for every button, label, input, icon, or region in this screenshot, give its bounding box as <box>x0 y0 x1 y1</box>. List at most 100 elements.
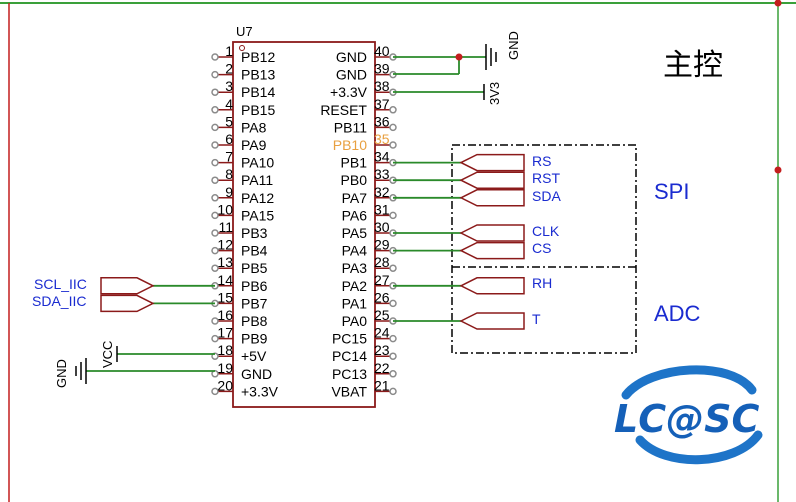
pin-name: +3.3V <box>330 84 368 100</box>
title-text: 主控 <box>663 48 723 83</box>
pin-end[interactable] <box>389 264 397 272</box>
pin-end[interactable] <box>211 246 219 255</box>
pin-end[interactable] <box>211 176 219 184</box>
net-flags <box>100 153 525 330</box>
pin-end[interactable] <box>211 264 219 272</box>
vcc-gnd-left <box>75 346 215 384</box>
net-flag <box>459 224 525 242</box>
pin-number: 34 <box>374 149 390 165</box>
logo-text: LC@SC <box>614 397 759 441</box>
pin-end[interactable] <box>389 106 397 114</box>
pin-end[interactable] <box>211 211 219 220</box>
spi-label: SPI <box>654 179 689 204</box>
pin-name: PC15 <box>332 331 367 347</box>
net-cs: CS <box>532 240 551 256</box>
pin-number: 10 <box>217 201 233 217</box>
pin-name: PB4 <box>241 243 268 259</box>
pin-end[interactable] <box>211 53 219 61</box>
pin-name: PB12 <box>241 49 275 65</box>
pin-end[interactable] <box>211 88 219 96</box>
pin-end[interactable] <box>389 352 397 360</box>
pin-number: 16 <box>217 307 233 323</box>
pin-number: 14 <box>217 272 233 288</box>
pin-end[interactable] <box>211 123 219 132</box>
pin-name: GND <box>241 366 272 382</box>
pin-number: 11 <box>218 219 233 235</box>
pin-end[interactable] <box>211 334 219 343</box>
pin-end[interactable] <box>211 106 219 114</box>
group-boxes <box>451 144 637 354</box>
pin-number: 23 <box>374 342 390 358</box>
pin-number: 3 <box>225 78 233 94</box>
pin-end[interactable] <box>389 370 397 378</box>
pin-end[interactable] <box>211 387 219 396</box>
pin-end[interactable] <box>211 317 219 325</box>
pin-name: GND <box>336 49 367 65</box>
pin1-marker <box>239 45 245 51</box>
net-flag <box>459 171 525 189</box>
net-scl-iic: SCL_IIC <box>34 276 87 292</box>
pin-end[interactable] <box>389 299 397 308</box>
net-flag <box>100 277 155 295</box>
pin-number: 4 <box>225 96 233 112</box>
pin-end[interactable] <box>389 211 397 220</box>
pin-end[interactable] <box>211 141 219 149</box>
pin-name: PB11 <box>334 119 367 135</box>
pin-end[interactable] <box>389 123 397 132</box>
pin-end[interactable] <box>389 387 397 396</box>
pin-number: 31 <box>374 201 390 217</box>
pin-number: 1 <box>225 43 233 59</box>
gnd-wires-top: GND <box>393 31 521 75</box>
pin-end[interactable] <box>389 141 397 149</box>
pin-name: PA1 <box>342 295 368 311</box>
pin-name: PB7 <box>241 295 268 311</box>
pin-end[interactable] <box>211 158 219 167</box>
pin-name: PA3 <box>342 260 368 276</box>
pin-name: PB9 <box>241 331 268 347</box>
pin-name: PA7 <box>342 190 368 206</box>
pin-end[interactable] <box>211 194 219 202</box>
pin-end[interactable] <box>389 334 397 343</box>
net-rst: RST <box>532 170 560 186</box>
net-flag <box>100 294 155 313</box>
v33-label: 3V3 <box>487 82 502 105</box>
pin-end[interactable] <box>211 70 219 79</box>
pin-number: 29 <box>374 237 390 253</box>
pin-number: 24 <box>374 325 390 341</box>
pin-number: 2 <box>225 61 233 77</box>
pin-name: PB6 <box>241 278 268 294</box>
pin-number: 17 <box>217 325 233 341</box>
lcsc-logo: LC@SC <box>614 365 763 465</box>
pin-name: PA9 <box>241 137 267 153</box>
pin-name: PA5 <box>342 225 368 241</box>
pin-name: PB15 <box>241 102 275 118</box>
pin-name: PA4 <box>342 243 368 259</box>
pin-name: PB8 <box>241 313 268 329</box>
pin-number: 18 <box>217 342 233 358</box>
net-sda-iic: SDA_IIC <box>32 293 86 309</box>
net-flag <box>459 312 525 330</box>
v33-wire: 3V3 <box>393 82 502 105</box>
chip-body[interactable] <box>232 41 376 408</box>
pin-number: 22 <box>374 360 390 376</box>
pin-number: 40 <box>374 43 390 59</box>
pin-number: 13 <box>217 254 233 270</box>
pin-end[interactable] <box>211 229 219 237</box>
pin-number: 25 <box>374 307 390 323</box>
net-rs: RS <box>532 153 551 169</box>
pin-number: 21 <box>374 377 390 393</box>
pin-number: 39 <box>374 61 390 77</box>
pin-name: +3.3V <box>241 383 279 399</box>
net-flag <box>459 153 525 172</box>
pin-name: PA6 <box>342 207 368 223</box>
pin-number: 36 <box>374 113 390 129</box>
pin-number: 20 <box>217 377 233 393</box>
pin-name: PB13 <box>241 67 275 83</box>
pin-number: 9 <box>225 184 233 200</box>
pin-number: 32 <box>374 184 390 200</box>
pin-name: PA12 <box>241 190 274 206</box>
pin-name: PB0 <box>341 172 368 188</box>
